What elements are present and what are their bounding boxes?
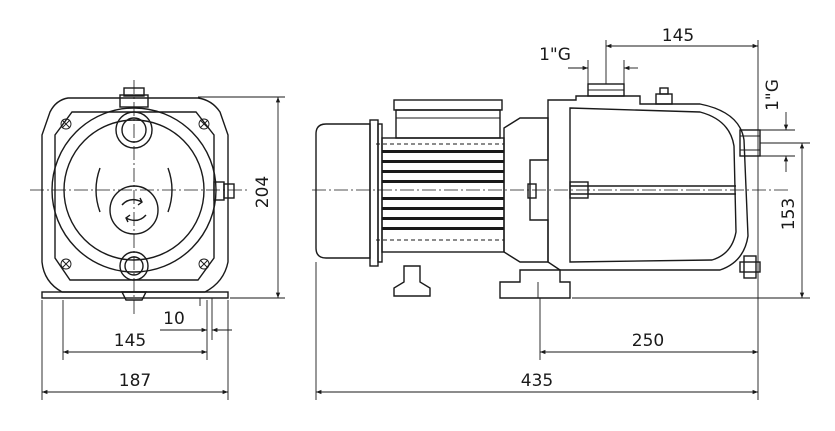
front-view — [30, 80, 248, 315]
dim-side-base: 250 — [632, 331, 664, 351]
dim-front-foot-hole: 10 — [163, 309, 185, 329]
side-view — [312, 83, 790, 360]
side-dimensions: 435 250 145 1"G 1"G 153 — [315, 26, 810, 400]
dim-front-width: 187 — [119, 371, 151, 391]
dim-side-axis-height: 153 — [779, 198, 799, 230]
dim-side-length: 435 — [521, 371, 553, 391]
bolt-icon — [60, 118, 210, 270]
dim-front-height: 204 — [253, 176, 273, 208]
dim-side-top-offset: 145 — [662, 26, 694, 46]
front-dimensions: 187 145 10 204 — [41, 96, 285, 400]
motor-fins — [376, 143, 504, 241]
dim-front-foot-span: 145 — [114, 331, 146, 351]
dim-suction-thread: 1"G — [763, 79, 783, 111]
dim-discharge-thread: 1"G — [539, 45, 571, 65]
